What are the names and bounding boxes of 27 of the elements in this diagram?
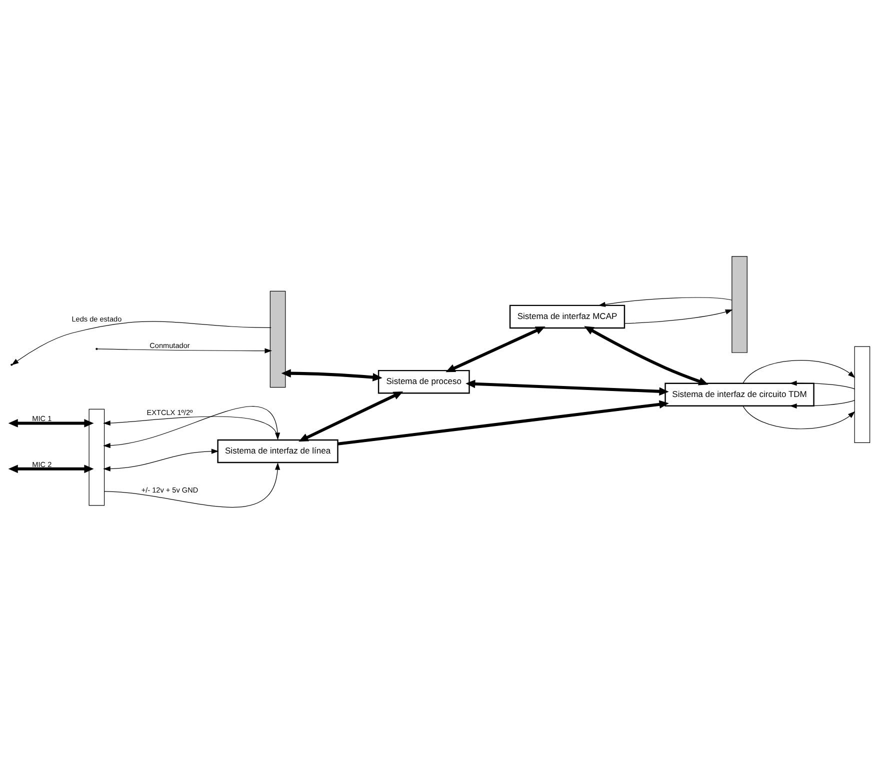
arrow — [584, 326, 708, 386]
arrow — [103, 448, 219, 472]
node-bar — [88, 408, 105, 506]
arrow — [338, 400, 669, 446]
arrow — [742, 360, 856, 384]
arrow — [598, 297, 732, 307]
arrow — [466, 380, 669, 396]
arrow — [104, 462, 280, 508]
arrow — [8, 464, 94, 474]
arrow — [624, 309, 733, 324]
arrow — [103, 416, 278, 440]
arrow — [298, 392, 404, 442]
arrow — [97, 348, 272, 354]
node-bar — [270, 290, 286, 388]
node-bar — [732, 256, 748, 353]
node-box: Sistema de interfaz MCAP — [509, 304, 626, 329]
arrow — [742, 406, 856, 430]
node-box: Sistema de interfaz de línea — [217, 439, 338, 464]
arrow — [790, 400, 855, 409]
arrow — [790, 380, 855, 390]
node-box: Sistema de interfaz de circuito TDM — [664, 382, 814, 406]
node-box: Sistema de proceso — [378, 370, 470, 394]
arrow — [11, 321, 272, 366]
arrow — [8, 419, 94, 428]
arrow — [446, 326, 546, 372]
node-bar — [854, 346, 870, 444]
arrow — [281, 369, 382, 382]
